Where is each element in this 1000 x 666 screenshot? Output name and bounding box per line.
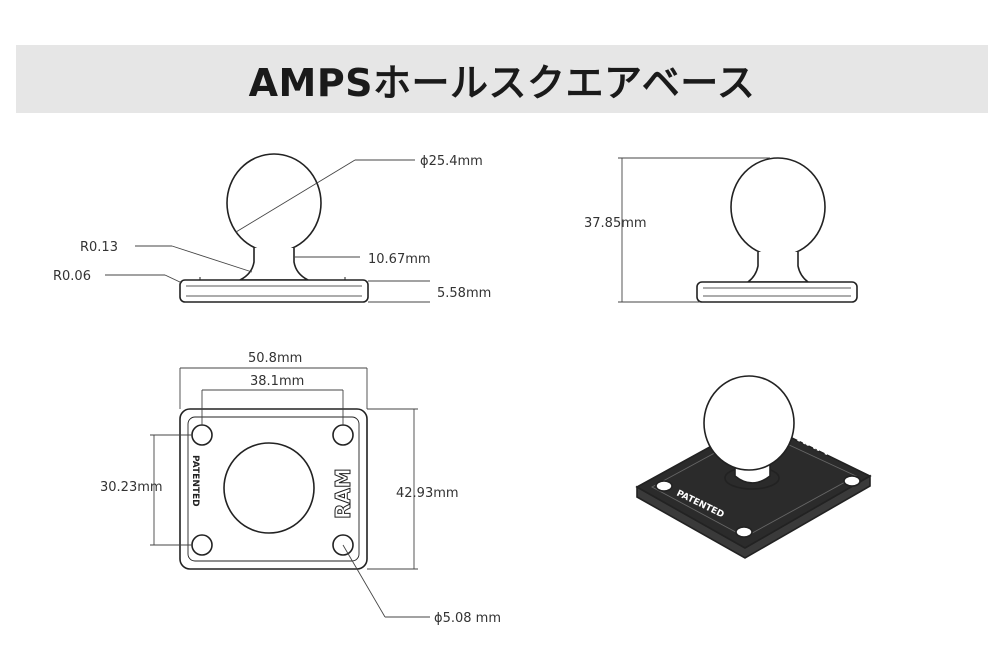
hole-top-right [332,424,354,446]
page-title: AMPSホールスクエアベース [248,60,756,105]
top-ball [223,442,315,534]
front-view [179,153,369,303]
hole-top-left [191,424,213,446]
iso-view [635,375,872,559]
iso-ball [703,375,795,471]
front-base [179,279,369,303]
top-base-inner [187,416,360,562]
base-width-label: 50.8mm [248,351,302,366]
side-ball [730,157,826,257]
side-base [696,281,858,303]
hole-diameter-label: ϕ5.08 mm [434,611,501,626]
side-view [696,157,858,303]
iso-hole-left [655,480,673,492]
neck-height-label: 10.67mm [368,252,431,267]
fillet-lower-label: R0.06 [53,269,91,284]
top-dimension-lines [150,367,430,618]
iso-hole-bottom [735,526,753,538]
front-dimension-lines [105,159,430,303]
hole-bottom-left [191,534,213,556]
base-thickness-label: 5.58mm [437,286,491,301]
hole-spacing-y-label: 30.23mm [100,480,163,495]
top-view [179,408,368,570]
side-neck [745,252,811,283]
front-ball [226,153,322,253]
base-depth-label: 42.93mm [396,486,459,501]
top-ram-mark: RAM [331,468,355,519]
top-patented-mark: PATENTED [190,455,200,507]
fillet-upper-label: R0.13 [80,240,118,255]
iso-hole-right [843,475,861,487]
front-neck [239,248,309,281]
ball-diameter-label: ϕ25.4mm [420,154,483,169]
title-bar: AMPSホールスクエアベース [16,45,988,113]
total-height-label: 37.85mm [584,216,647,231]
side-dimension-lines [618,157,770,303]
hole-spacing-x-label: 38.1mm [250,374,304,389]
